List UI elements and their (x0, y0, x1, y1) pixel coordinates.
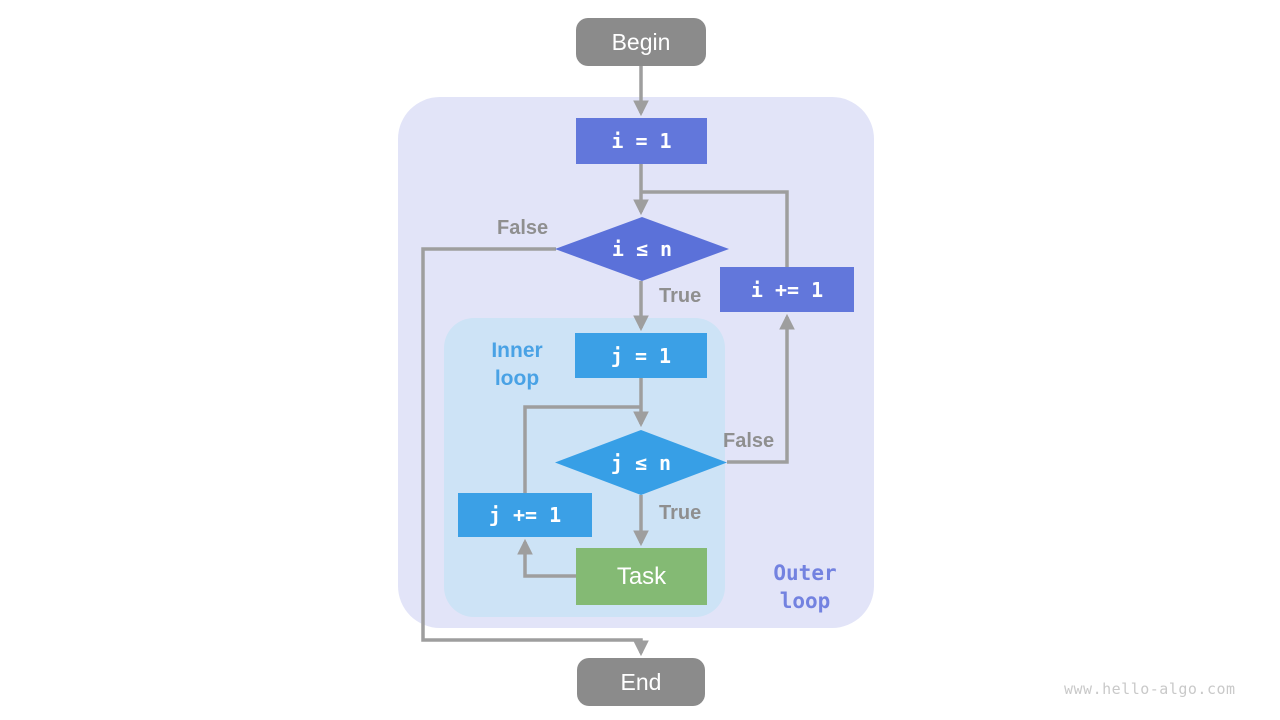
node-end: End (577, 658, 705, 706)
node-init-i: i = 1 (576, 118, 707, 164)
edge-task-to-inc-j (517, 538, 576, 578)
label-outer-false: False (497, 217, 549, 239)
edge-inc-j-return (523, 405, 641, 493)
edge-cond-i-false-to-end (421, 247, 649, 657)
node-task: Task (576, 548, 707, 605)
label-inner-loop-line1: Inner (491, 339, 543, 362)
label-outer-true: True (659, 285, 702, 307)
site-watermark: www.hello-algo.com (1064, 680, 1236, 698)
label-outer-loop-line1: Outer (773, 561, 837, 585)
node-init-j: j = 1 (575, 333, 707, 378)
label-inner-loop-line2: loop (494, 367, 540, 390)
label-inner-loop: Inner loop (467, 337, 567, 393)
node-begin: Begin (576, 18, 706, 66)
label-inner-false: False (723, 430, 775, 452)
label-outer-loop-line2: loop (779, 589, 831, 613)
edge-inc-i-return (641, 190, 789, 267)
edge-cond-j-false-to-inc-i (727, 313, 795, 464)
node-inc-j: j += 1 (458, 493, 592, 537)
label-outer-loop: Outer loop (755, 559, 855, 615)
label-inner-true: True (659, 502, 702, 524)
node-inc-i: i += 1 (720, 267, 854, 312)
